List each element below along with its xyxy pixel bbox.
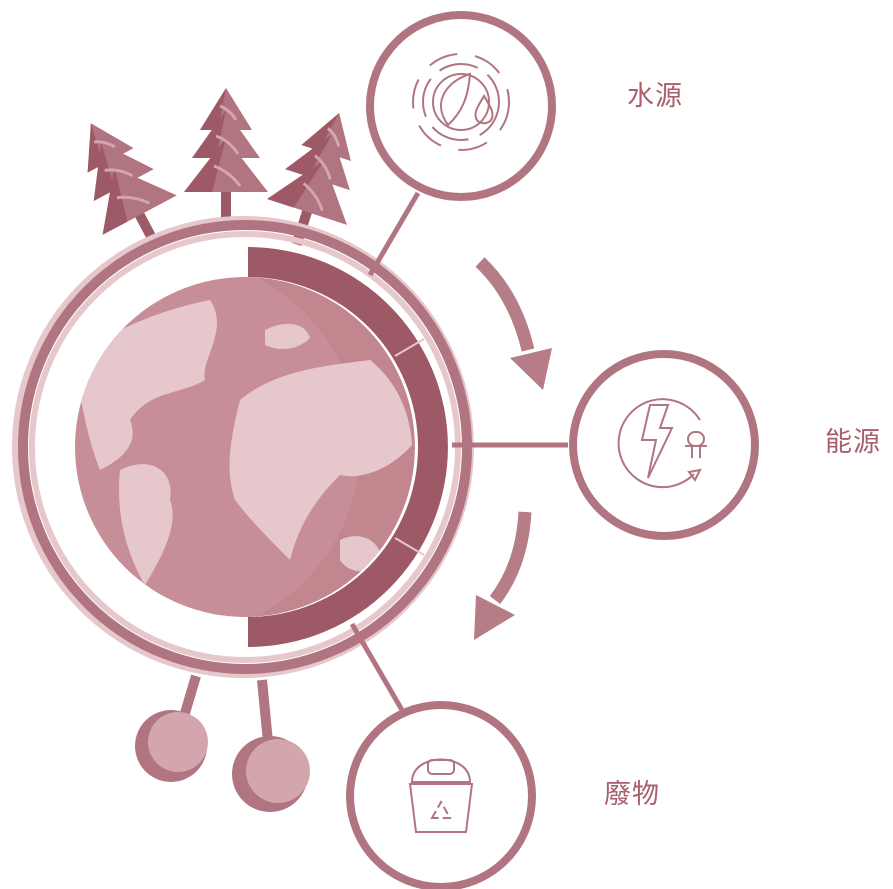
globe [75, 277, 415, 617]
waste-node [346, 701, 536, 889]
tree-icon [87, 123, 177, 250]
pendant-ball [135, 674, 208, 782]
progress-band [248, 247, 448, 647]
water-node [366, 11, 556, 201]
lightning-plug-icon [617, 398, 707, 489]
waste-label: 廢物 [604, 779, 660, 810]
pendant-ball [232, 679, 310, 812]
flow-arrow [474, 511, 532, 640]
tree-icon [267, 113, 351, 246]
leaf-water-drop-icon [412, 53, 510, 151]
flow-arrow [475, 257, 552, 390]
energy-node [569, 350, 759, 540]
water-label: 水源 [627, 81, 683, 112]
energy-label: 能源 [825, 427, 881, 458]
recycle-bin-icon [408, 758, 474, 833]
tree-icon [184, 88, 268, 222]
